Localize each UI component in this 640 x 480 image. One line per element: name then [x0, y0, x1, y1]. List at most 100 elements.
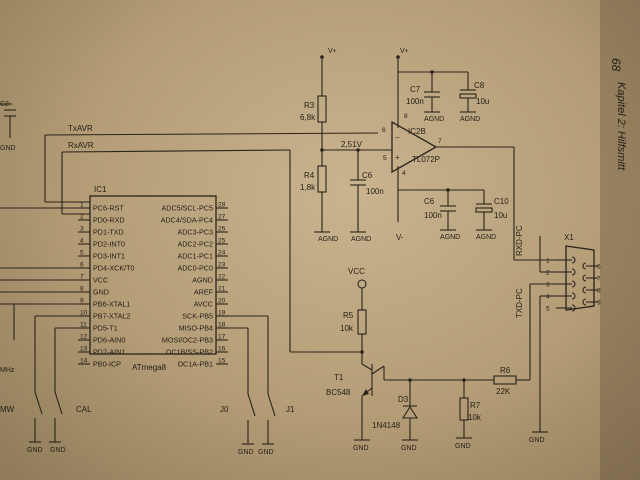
ic1-pin-name: AVCC [194, 300, 213, 309]
x1-pin-contact [571, 268, 576, 276]
c8-agnd: AGND [460, 116, 480, 123]
j0-gnd: GND [238, 449, 254, 456]
r3-vplus: V+ [328, 48, 337, 55]
ic1-pin-name: SCK-PB5 [182, 312, 213, 321]
ic1-pin-name: MISO-PB4 [179, 324, 213, 333]
ic1-body [89, 195, 217, 355]
ic1-pin-name: PB7-XTAL2 [93, 312, 130, 321]
ic1-pin-name: GND [93, 288, 109, 297]
r4-value: 1,8k [300, 183, 316, 192]
resistor-r3 [317, 95, 327, 123]
ic1-pin-number: 8 [80, 286, 84, 293]
resistor-r4 [317, 165, 327, 193]
ic1-pin-number: 24 [218, 250, 226, 257]
ic1-pin-name: MOSI/OC2-PB3 [162, 336, 213, 345]
x1-pin-number: 1 [546, 258, 550, 265]
ic1-right-wires [228, 315, 269, 394]
ic1-pin-number: 11 [80, 322, 87, 329]
ic1-pin-name: PB6-XTAL1 [93, 300, 130, 309]
ic1-pin-number: 5 [80, 250, 84, 257]
ic1-left-wires: MHz [0, 267, 78, 392]
c6b-value: 100n [424, 211, 442, 220]
opamp-pin-vp: 8 [404, 113, 408, 120]
c2-gnd: GND [0, 145, 16, 152]
ic1-pin-number: 21 [218, 286, 226, 293]
r6-value: 22K [496, 387, 511, 396]
ic1-pin-number: 7 [80, 274, 84, 281]
cal-gnd: GND [50, 447, 66, 454]
ic1-pin-name: PB0-ICP [93, 360, 121, 369]
x1-pin-contact [571, 304, 576, 312]
ic1-pin-number: 2 [80, 214, 84, 221]
r6-ref: R6 [500, 366, 511, 375]
ic1-pin-name: PD6-AIN0 [93, 336, 125, 345]
ic1-pin-name: ADC4/SDA-PC4 [161, 216, 213, 225]
c6a-value: 100n [366, 187, 384, 196]
resistor-r5 [357, 309, 367, 335]
c10-agnd: AGND [476, 234, 496, 241]
ic1-pin-name: VCC [93, 276, 108, 285]
r4-ref: R4 [304, 171, 315, 180]
resistor-r7 [459, 397, 469, 421]
d3-part: 1N4148 [372, 421, 401, 430]
mhz-label: MHz [0, 367, 15, 374]
ic1-pin-number: 19 [218, 310, 226, 317]
transistor-stage: VCC R5 10k T1 BC548 GND R6 22K [326, 267, 530, 452]
ic1-pin-number: 18 [218, 322, 226, 329]
x1-pin-contact [571, 256, 576, 264]
capacitor-c7: C7 100n AGND [406, 70, 444, 123]
ic1-pin-number: 10 [80, 310, 88, 317]
x1-body [565, 245, 595, 311]
ic1-pin-number: 20 [218, 298, 226, 305]
opamp-minus-sign: − [395, 133, 400, 142]
ic1-pin-number: 27 [218, 214, 226, 221]
opamp-ref: IC2B [408, 127, 426, 136]
r4-agnd: AGND [318, 236, 338, 243]
ic1-pin-name: OC1B/SS-PB2 [166, 348, 213, 357]
ic1-part: ATmega8 [132, 363, 167, 372]
opamp-part: TL072P [412, 155, 440, 164]
ic1-pin-name: OC1A-PB1 [177, 360, 213, 369]
r7-value: 10k [468, 413, 482, 422]
r3-ref: R3 [304, 101, 315, 110]
switch-cal: CAL GND [49, 391, 92, 454]
x1-pin-contact [571, 292, 576, 300]
c7-ref: C7 [410, 85, 421, 94]
chapter-title: Kapitel 2: Hilfsmitt [615, 82, 627, 171]
ic1-pin-name: PD0-RXD [93, 216, 125, 225]
vcc-terminal [357, 279, 367, 289]
j1-gnd: GND [258, 449, 274, 456]
ic1-pin-name: PC6-RST [93, 204, 124, 213]
c10-value: 10u [494, 211, 507, 220]
j0-label: J0 [220, 405, 229, 414]
ic1-pin-name: PD3-INT1 [93, 252, 125, 261]
r3-value: 6,8k [300, 113, 316, 122]
ic1-pin-name: PD4-XCK/T0 [93, 264, 135, 273]
x1-pin-contact [571, 280, 576, 288]
opamp-vplus: V+ [400, 48, 409, 55]
ic1-pin-name: ADC1-PC1 [177, 252, 213, 261]
capacitor-c10: C10 10u AGND [475, 190, 509, 241]
capacitor-c8: C8 10u AGND [459, 72, 489, 123]
vref-divider: V+ R3 6,8k R4 1,8k AGND 2,51V C6 100n AG… [300, 48, 392, 243]
ic1-right-pins: 28ADC5/SCL-PC527ADC4/SDA-PC426ADC3-PC325… [161, 202, 228, 369]
ic1-pin-name: ADC5/SCL-PC5 [161, 204, 213, 213]
d3-gnd: GND [401, 445, 417, 452]
ic1-pin-number: 3 [80, 226, 84, 233]
c2-ref: C2 [0, 101, 9, 108]
ic1-ref: IC1 [94, 185, 107, 194]
ic1-pin-number: 14 [80, 358, 88, 365]
ic1-pin-name: PD2-INT0 [93, 240, 125, 249]
t1-gnd: GND [353, 445, 369, 452]
t1-ref: T1 [334, 373, 344, 382]
rxavr-label: RxAVR [68, 141, 94, 150]
x1-pin-contact [582, 262, 587, 270]
x1-pin-contact [582, 298, 587, 306]
ic1-pin-number: 6 [80, 262, 84, 269]
x1-pin-number: 4 [546, 294, 550, 301]
ic1-pin-number: 12 [80, 334, 88, 341]
mw-label: MW [0, 405, 15, 414]
